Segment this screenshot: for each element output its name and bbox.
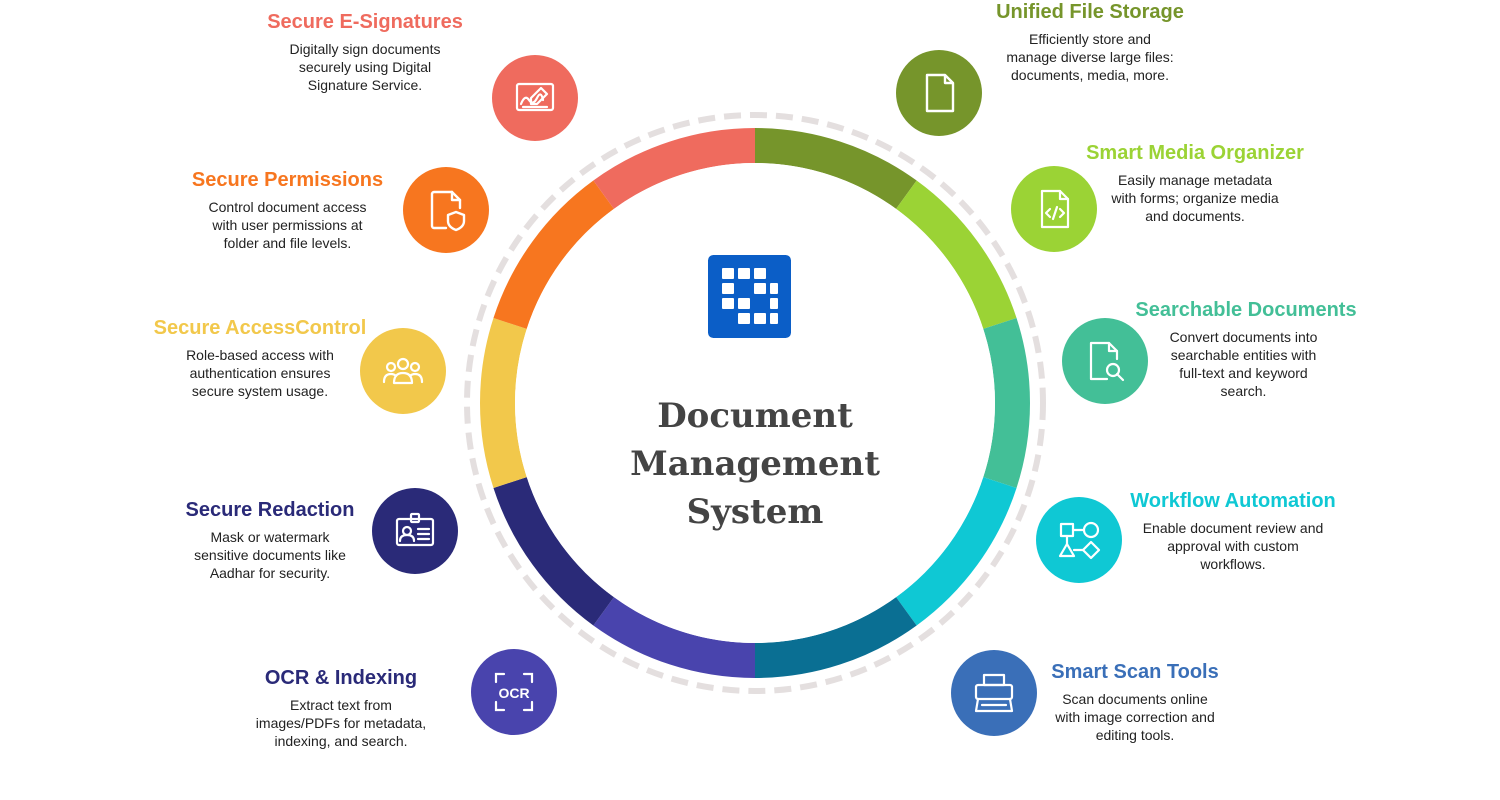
desc-line: documents, media, more.	[1011, 67, 1169, 83]
feature-title: Secure Redaction	[185, 499, 355, 521]
logo-background	[708, 255, 791, 338]
desc-line: Control document access	[208, 199, 367, 215]
ocr-icon-text: OCR	[498, 685, 529, 701]
feature-description: Efficiently store and manage diverse lar…	[960, 30, 1220, 84]
desc-line: Mask or watermark	[210, 529, 330, 545]
feature-title: Secure Permissions	[191, 169, 384, 191]
feature-ocr: OCR & Indexing Extract text from images/…	[225, 666, 457, 750]
ring-segment-permissions	[493, 180, 614, 329]
desc-line: Convert documents into	[1169, 329, 1318, 345]
desc-line: and documents.	[1145, 208, 1245, 224]
desc-line: manage diverse large files:	[1006, 49, 1174, 65]
file-shield-icon	[403, 167, 489, 253]
ring-segment-access-control	[479, 318, 527, 488]
feature-title: Searchable Documents	[1135, 299, 1357, 321]
file-icon	[896, 50, 982, 136]
code-file-icon	[1011, 166, 1097, 252]
desc-line: securely using Digital	[298, 59, 432, 75]
users-group-icon	[360, 328, 446, 414]
feature-title: Secure AccessControl	[153, 317, 367, 339]
desc-line: approval with custom	[1167, 538, 1299, 554]
desc-line: authentication ensures	[189, 365, 331, 381]
desc-line: secure system usage.	[191, 383, 329, 399]
ring-segment-workflow	[896, 477, 1017, 626]
desc-line: with user permissions at	[212, 217, 363, 233]
desc-line: with image correction and	[1055, 709, 1215, 725]
feature-title: Smart Media Organizer	[1086, 142, 1304, 164]
desc-line: editing tools.	[1095, 727, 1175, 743]
dashed-outer-ring	[464, 112, 1046, 694]
flowchart-icon	[1036, 497, 1122, 583]
ring-segments	[479, 128, 1030, 678]
file-search-icon	[1062, 318, 1148, 404]
ring-segment-ocr	[593, 597, 755, 678]
desc-line: Scan documents online	[1062, 691, 1208, 707]
ring-segment-media	[896, 180, 1017, 329]
signature-tablet-icon	[492, 55, 578, 141]
feature-media: Smart Media Organizer Easily manage meta…	[1070, 141, 1320, 225]
desc-line: workflows.	[1200, 556, 1266, 572]
ring-segment-storage	[755, 128, 917, 209]
ring-segment-scan	[755, 597, 917, 678]
feature-permissions: Secure Permissions Control document acce…	[170, 168, 405, 252]
desc-line: indexing, and search.	[274, 733, 408, 749]
ring-segment-e-signatures	[593, 128, 755, 209]
feature-storage: Unified File Storage Efficiently store a…	[960, 0, 1220, 84]
feature-title: Smart Scan Tools	[1051, 661, 1219, 683]
feature-title: OCR & Indexing	[264, 667, 418, 689]
scanner-icon	[951, 650, 1037, 736]
feature-description: Mask or watermark sensitive documents li…	[160, 528, 380, 582]
feature-description: Easily manage metadata with forms; organ…	[1070, 171, 1320, 225]
feature-description: Enable document review and approval with…	[1110, 519, 1356, 573]
inner-white-disc	[515, 163, 995, 643]
desc-line: Efficiently store and	[1029, 31, 1151, 47]
desc-line: search.	[1220, 383, 1267, 399]
feature-description: Digitally sign documents securely using …	[245, 40, 485, 94]
desc-line: Digitally sign documents	[289, 41, 441, 57]
desc-line: Easily manage metadata	[1117, 172, 1273, 188]
desc-line: searchable entities with	[1170, 347, 1317, 363]
feature-workflow: Workflow Automation Enable document revi…	[1110, 489, 1356, 573]
desc-line: full-text and keyword	[1179, 365, 1308, 381]
logo-grid	[722, 268, 778, 324]
desc-line: images/PDFs for metadata,	[255, 715, 427, 731]
ring-segment-redaction	[493, 477, 614, 626]
feature-access-control: Secure AccessControl Role-based access w…	[140, 316, 380, 400]
center-title-line: Management	[630, 444, 880, 484]
desc-line: Aadhar for security.	[209, 565, 331, 581]
desc-line: Extract text from	[290, 697, 392, 713]
feature-description: Scan documents online with image correct…	[1030, 690, 1240, 744]
center-title: Document Management System	[600, 392, 910, 536]
desc-line: Enable document review and	[1142, 520, 1324, 536]
feature-description: Role-based access with authentication en…	[140, 346, 380, 400]
feature-title: Workflow Automation	[1130, 490, 1336, 512]
ocr-scan-icon: OCR	[471, 649, 557, 735]
center-title-line: System	[686, 492, 824, 532]
desc-line: sensitive documents like	[194, 547, 346, 563]
desc-line: Role-based access with	[186, 347, 334, 363]
feature-searchable: Searchable Documents Convert documents i…	[1120, 298, 1372, 400]
feature-description: Convert documents into searchable entiti…	[1115, 328, 1372, 400]
feature-description: Control document access with user permis…	[170, 198, 405, 252]
feature-e-signatures: Secure E-Signatures Digitally sign docum…	[245, 10, 485, 94]
id-card-icon	[372, 488, 458, 574]
dms-logo-icon	[708, 255, 791, 338]
feature-title: Unified File Storage	[996, 1, 1184, 23]
desc-line: Signature Service.	[307, 77, 423, 93]
center-title-line: Document	[657, 396, 853, 436]
desc-line: folder and file levels.	[223, 235, 352, 251]
feature-description: Extract text from images/PDFs for metada…	[225, 696, 457, 750]
feature-scan: Smart Scan Tools Scan documents online w…	[1030, 660, 1240, 744]
desc-line: with forms; organize media	[1111, 190, 1279, 206]
feature-title: Secure E-Signatures	[267, 11, 463, 33]
feature-redaction: Secure Redaction Mask or watermark sensi…	[160, 498, 380, 582]
ring-segment-searchable	[983, 318, 1030, 488]
